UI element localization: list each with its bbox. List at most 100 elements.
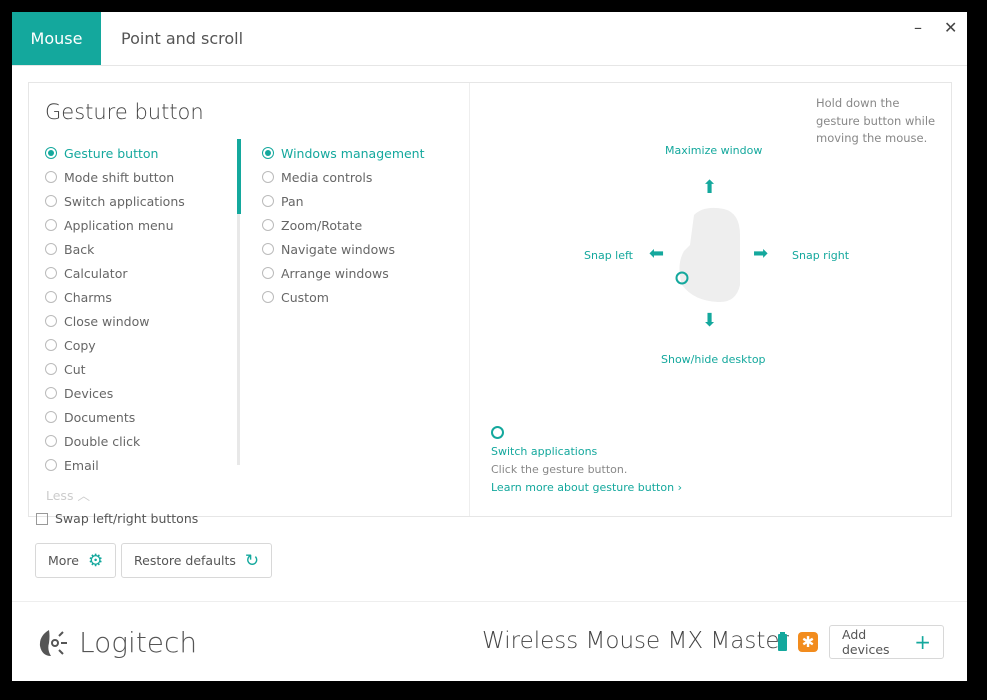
radio-icon[interactable] <box>45 339 57 351</box>
scrollbar-track[interactable] <box>237 139 240 465</box>
radio-icon[interactable] <box>45 291 57 303</box>
radio-option[interactable]: Double click <box>45 429 185 453</box>
plus-icon: + <box>914 630 931 654</box>
arrow-up-icon: ⬆ <box>702 177 718 198</box>
radio-option[interactable]: Arrange windows <box>262 261 425 285</box>
swap-buttons-checkbox[interactable]: Swap left/right buttons <box>36 511 198 526</box>
radio-icon[interactable] <box>45 411 57 423</box>
add-devices-label: Add devices <box>842 627 890 657</box>
radio-icon[interactable] <box>262 219 274 231</box>
radio-icon[interactable] <box>45 435 57 447</box>
gesture-click-info: Switch applications Click the gesture bu… <box>491 426 682 494</box>
direction-up-label: Maximize window <box>665 144 763 157</box>
close-button[interactable]: ✕ <box>944 18 958 37</box>
radio-option[interactable]: Close window <box>45 309 185 333</box>
less-toggle[interactable]: Less ︿ <box>46 485 90 504</box>
panel-title: Gesture button <box>45 100 204 124</box>
battery-icon <box>778 632 787 651</box>
radio-icon[interactable] <box>45 171 57 183</box>
radio-icon[interactable] <box>45 387 57 399</box>
footer-divider <box>12 601 967 602</box>
arrow-right-icon: ➡ <box>753 243 769 264</box>
radio-icon[interactable] <box>262 195 274 207</box>
radio-option[interactable]: Copy <box>45 333 185 357</box>
radio-option[interactable]: Media controls <box>262 165 425 189</box>
option-label: Gesture button <box>64 145 159 161</box>
more-label: More <box>48 553 79 568</box>
restore-label: Restore defaults <box>134 553 236 568</box>
option-label: Zoom/Rotate <box>281 217 363 233</box>
tab-point-and-scroll[interactable]: Point and scroll <box>121 29 244 48</box>
radio-icon[interactable] <box>45 147 57 159</box>
radio-option[interactable]: Devices <box>45 381 185 405</box>
radio-option[interactable]: Application menu <box>45 213 185 237</box>
gear-icon: ⚙ <box>88 550 104 571</box>
option-label: Application menu <box>64 217 174 233</box>
checkbox-box[interactable] <box>36 512 48 525</box>
option-label: Switch applications <box>64 193 185 209</box>
option-label: Double click <box>64 433 141 449</box>
radio-option[interactable]: Email <box>45 453 185 477</box>
radio-icon[interactable] <box>45 243 57 255</box>
radio-option[interactable]: Navigate windows <box>262 237 425 261</box>
option-label: Close window <box>64 313 150 329</box>
option-label: Email <box>64 457 99 473</box>
radio-option[interactable]: Back <box>45 237 185 261</box>
radio-option[interactable]: Custom <box>262 285 425 309</box>
logitech-mark-icon <box>39 629 67 656</box>
radio-option[interactable]: Zoom/Rotate <box>262 213 425 237</box>
learn-more-link[interactable]: Learn more about gesture button › <box>491 481 682 494</box>
option-label: Windows management <box>281 145 425 161</box>
option-label: Media controls <box>281 169 373 185</box>
tab-mouse[interactable]: Mouse <box>12 12 101 65</box>
option-label: Copy <box>64 337 96 353</box>
radio-icon[interactable] <box>45 315 57 327</box>
radio-option[interactable]: Charms <box>45 285 185 309</box>
chevron-right-icon: › <box>677 481 682 494</box>
radio-icon[interactable] <box>262 243 274 255</box>
gesture-button-ring-icon <box>491 426 504 439</box>
radio-option[interactable]: Cut <box>45 357 185 381</box>
radio-icon[interactable] <box>262 267 274 279</box>
scrollbar-thumb[interactable] <box>237 139 241 214</box>
radio-icon[interactable] <box>262 171 274 183</box>
option-label: Charms <box>64 289 112 305</box>
radio-option[interactable]: Calculator <box>45 261 185 285</box>
reset-icon: ↻ <box>244 550 260 571</box>
radio-icon[interactable] <box>45 219 57 231</box>
option-label: Custom <box>281 289 329 305</box>
option-label: Pan <box>281 193 304 209</box>
logitech-logo: Logitech <box>37 626 197 659</box>
click-title: Switch applications <box>491 445 598 458</box>
radio-icon[interactable] <box>45 195 57 207</box>
add-devices-button[interactable]: Add devices + <box>829 625 944 659</box>
radio-option[interactable]: Gesture button <box>45 141 185 165</box>
header-divider <box>12 65 967 66</box>
gesture-hint: Hold down the gesture button while movin… <box>816 96 936 145</box>
option-label: Devices <box>64 385 114 401</box>
direction-right-label: Snap right <box>792 249 850 262</box>
direction-left-label: Snap left <box>584 249 633 262</box>
chevron-up-icon: ︿ <box>77 488 90 503</box>
option-label: Arrange windows <box>281 265 389 281</box>
radio-option[interactable]: Switch applications <box>45 189 185 213</box>
radio-icon[interactable] <box>45 267 57 279</box>
app-window: Mouse Point and scroll – ✕ Gesture butto… <box>12 12 967 681</box>
radio-option[interactable]: Mode shift button <box>45 165 185 189</box>
radio-option[interactable]: Documents <box>45 405 185 429</box>
radio-icon[interactable] <box>45 363 57 375</box>
option-label: Calculator <box>64 265 128 281</box>
option-label: Navigate windows <box>281 241 395 257</box>
radio-option[interactable]: Windows management <box>262 141 425 165</box>
restore-defaults-button[interactable]: Restore defaults ↻ <box>121 543 273 578</box>
minimize-button[interactable]: – <box>914 18 922 37</box>
option-label: Mode shift button <box>64 169 175 185</box>
more-button[interactable]: More ⚙ <box>35 543 117 578</box>
radio-option[interactable]: Pan <box>262 189 425 213</box>
radio-icon[interactable] <box>262 147 274 159</box>
brand-name: Logitech <box>79 626 198 659</box>
radio-icon[interactable] <box>45 459 57 471</box>
radio-icon[interactable] <box>262 291 274 303</box>
